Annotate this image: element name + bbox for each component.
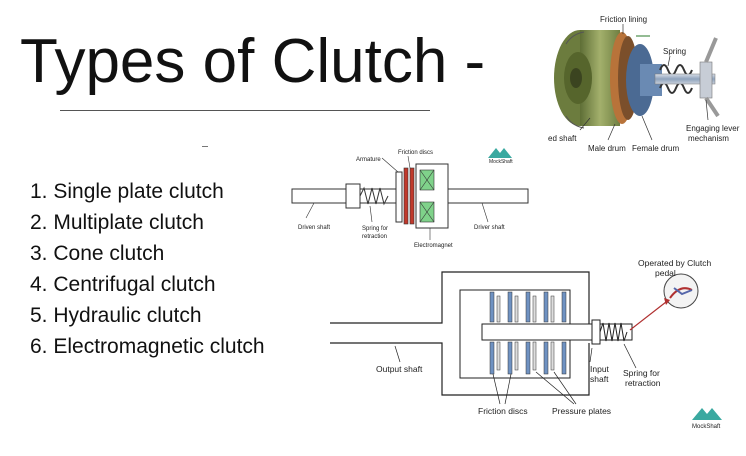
label-spring: Spring <box>663 47 686 56</box>
mp-spring <box>599 322 628 342</box>
label-engaging-lever: Engaging lever <box>686 124 740 133</box>
mp-pedal-arrow <box>629 301 667 331</box>
em-friction-disc <box>403 167 409 225</box>
mp-housing <box>330 271 590 396</box>
page-title: Types of Clutch - <box>20 27 486 96</box>
watermark-logo-icon <box>692 408 722 420</box>
label-em-armature: Armature <box>356 157 381 163</box>
label-lever-mechanism: mechanism <box>688 134 729 143</box>
list-item-hydraulic: 5. Hydraulic clutch <box>30 304 202 327</box>
divider-mark <box>202 146 208 147</box>
label-input-shaft-2: shaft <box>590 374 609 384</box>
label-em-driven-shaft: Driven shaft <box>298 225 330 231</box>
list-item-centrifugal: 4. Centrifugal clutch <box>30 273 216 296</box>
mp-watermark: MockShaft <box>692 424 721 430</box>
label-em-spring: Spring for <box>362 226 388 232</box>
electromagnetic-clutch-diagram: Friction discs Armature Driven shaft Spr… <box>291 148 529 249</box>
list-item-electromagnetic: 6. Electromagnetic clutch <box>30 335 265 358</box>
label-em-retraction: retraction <box>362 234 387 240</box>
em-spring <box>359 186 389 206</box>
label-male-drum: Male drum <box>588 144 626 153</box>
list-item-cone: 3. Cone clutch <box>30 242 165 265</box>
label-em-electromagnet: Electromagnet <box>414 243 453 249</box>
label-input-shaft: Input <box>590 364 610 374</box>
list-item-multiplate: 2. Multiplate clutch <box>30 211 204 234</box>
em-watermark: MockShaft <box>489 159 513 165</box>
mp-pedal-inset <box>663 273 699 309</box>
em-armature <box>395 171 403 223</box>
label-friction-lining: Friction lining <box>600 15 647 24</box>
multiplate-clutch-diagram: Operated by Clutch pedal Output shaft In… <box>330 258 722 430</box>
label-driven-shaft: ed shaft <box>548 134 577 143</box>
em-friction-disc <box>409 167 415 225</box>
mp-plates-bottom <box>489 341 567 375</box>
label-mp-pressure-plates: Pressure plates <box>552 406 611 416</box>
cone-clutch-diagram: Friction lining Spring ed shaft Male dru… <box>548 15 740 153</box>
em-driver-shaft <box>447 188 529 204</box>
label-mp-retraction: retraction <box>625 378 661 388</box>
engaging-lever <box>699 61 713 99</box>
label-em-driver-shaft: Driver shaft <box>474 225 505 231</box>
clutch-type-list: 1. Single plate clutch 2. Multiplate clu… <box>30 176 265 362</box>
label-em-friction-discs: Friction discs <box>398 150 433 156</box>
label-pedal: pedal <box>655 268 676 278</box>
label-mp-spring: Spring for <box>623 368 660 378</box>
cone-spring <box>659 64 693 76</box>
clutch-pedal-icon <box>669 287 693 299</box>
watermark-logo-icon <box>488 148 512 158</box>
cone-shaft <box>654 73 716 85</box>
list-item-single-plate: 1. Single plate clutch <box>30 180 224 203</box>
label-mp-friction-discs: Friction discs <box>478 406 528 416</box>
label-operated-by-clutch: Operated by Clutch <box>638 258 712 268</box>
label-output-shaft: Output shaft <box>376 364 423 374</box>
mp-plates-top <box>489 291 567 323</box>
title-divider <box>60 110 430 111</box>
label-female-drum: Female drum <box>632 144 679 153</box>
